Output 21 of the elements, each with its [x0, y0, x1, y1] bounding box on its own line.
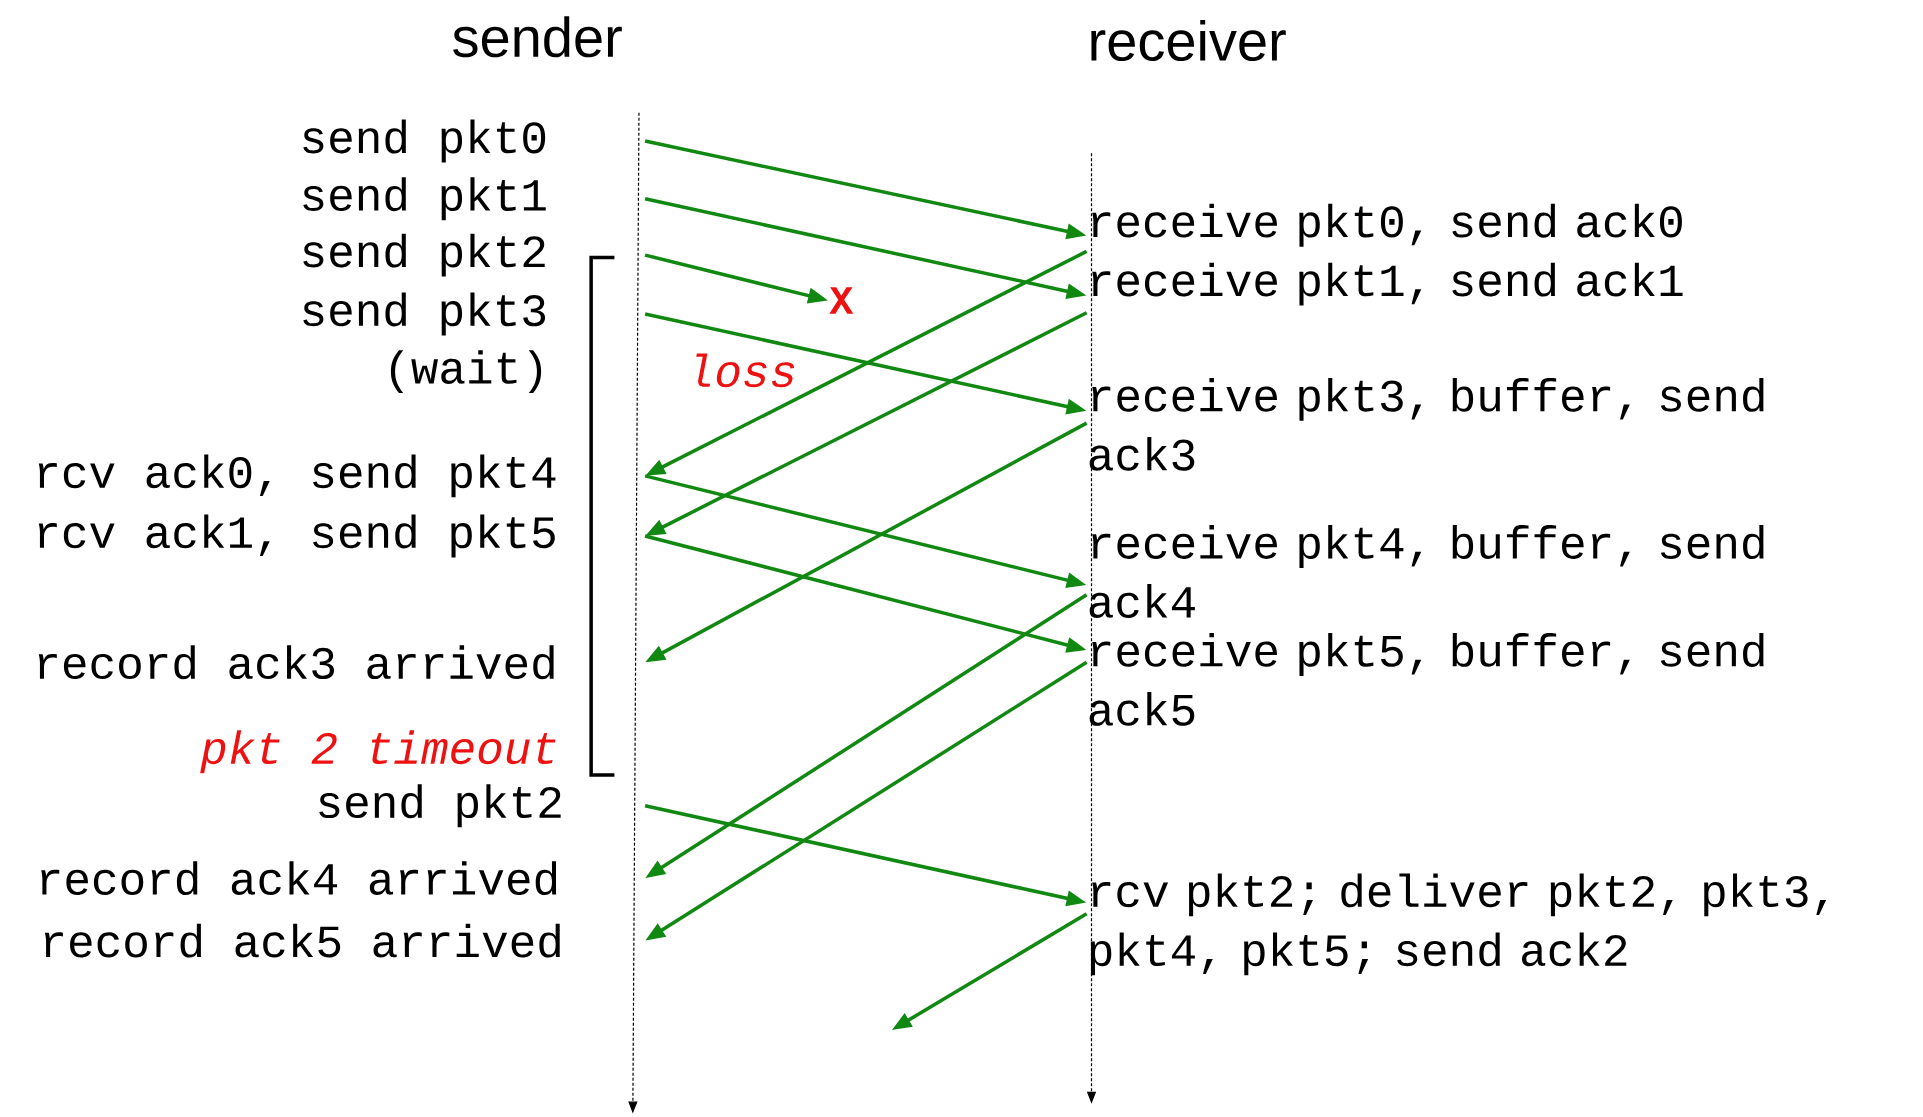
event-text: send pkt2: [319, 784, 561, 828]
column-heading: receiver: [1091, 19, 1286, 61]
event-text: receive pkt3, buffer, send ack3: [1089, 377, 1764, 471]
event-text: record ack3 arrived: [38, 645, 554, 680]
event-text: send pkt1: [303, 177, 546, 220]
loss-mark: X: [829, 287, 854, 314]
event-text: receive pkt5, buffer, send ack5: [1089, 632, 1764, 726]
event-text: send pkt3: [303, 292, 546, 336]
event-text: send pkt0: [303, 119, 546, 163]
event-text: send pkt2: [303, 233, 545, 277]
column-heading: sender: [453, 16, 622, 58]
event-text: rcv ack0, send pkt4: [38, 454, 556, 498]
event-text: rcv ack1, send pkt5: [38, 514, 555, 558]
event-text: receive pkt0, send ack0: [1092, 203, 1682, 247]
annotation-text: (wait): [390, 350, 542, 393]
event-text: receive pkt1, send ack1: [1092, 262, 1683, 306]
event-text: record ack5 arrived: [44, 923, 560, 958]
event-text: record ack4 arrived: [41, 861, 557, 895]
event-text: rcv pkt2; deliver pkt2, pkt3, pkt4, pkt5; send ack2: [1090, 873, 1827, 976]
annotation-text: loss: [696, 353, 795, 388]
annotation-text: pkt 2 timeout: [200, 730, 556, 774]
